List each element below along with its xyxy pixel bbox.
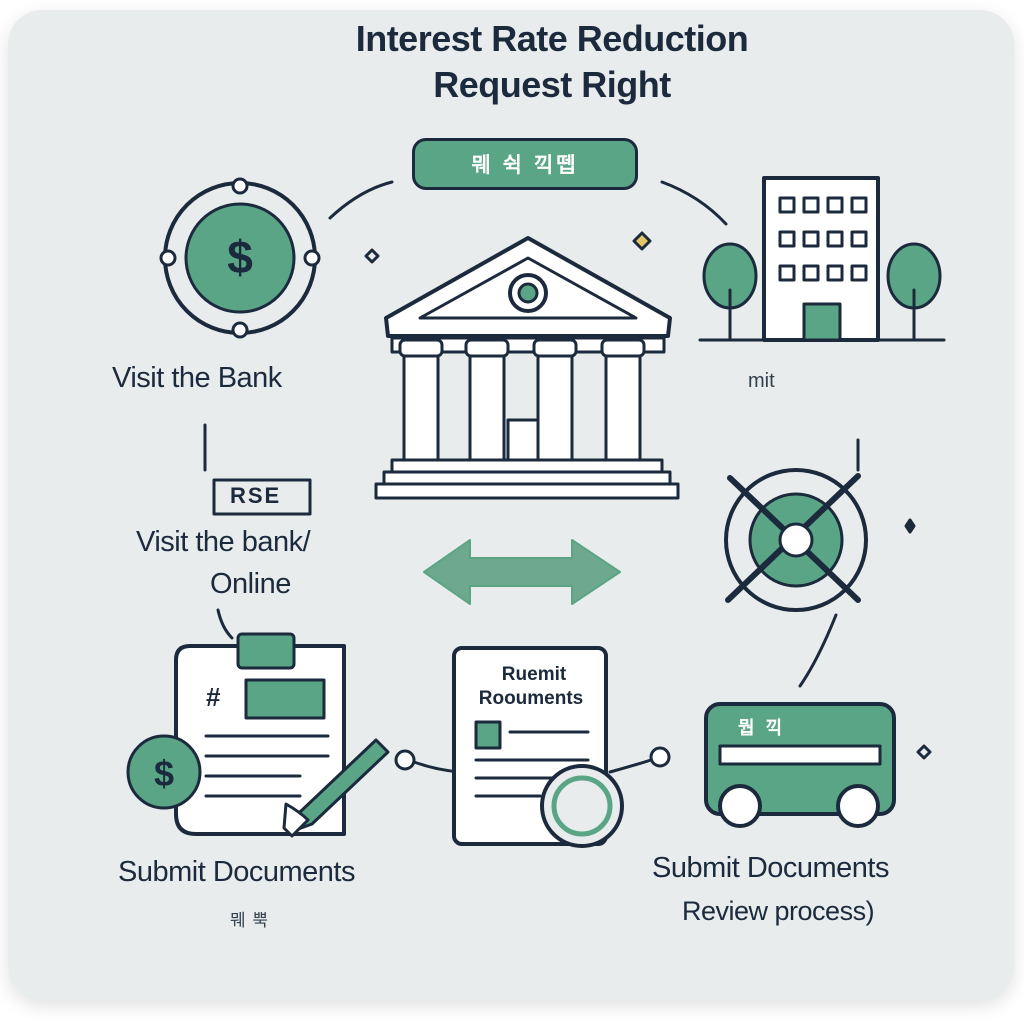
target-cross-icon: [724, 468, 868, 612]
bus-icon: [704, 702, 896, 828]
double-arrow-icon: [423, 539, 621, 605]
connector-line: [798, 613, 838, 688]
sparkle-icon: [904, 518, 916, 534]
coin-dollar-icon: $: [159, 177, 321, 339]
sparkle-icon: [916, 744, 932, 760]
connector-line: [660, 180, 728, 226]
sparkle-icon: [632, 231, 652, 251]
sparkle-icon: [364, 248, 380, 264]
step-submit-left-label: Submit Documents: [118, 856, 356, 888]
svg-text:$: $: [227, 231, 253, 283]
connector-line: [216, 608, 234, 640]
document-pen-icon: $: [126, 632, 390, 838]
page-subtitle: Request Right: [433, 64, 671, 105]
visit-online-line1: Visit the bank/: [136, 526, 311, 558]
office-building-icon: [698, 176, 946, 342]
doc-badge-label: #: [206, 682, 221, 712]
svg-text:$: $: [154, 753, 174, 794]
bank-building-icon: [374, 236, 680, 500]
connector-line: [328, 180, 394, 220]
doc-center-title-line1: Ruemit: [501, 664, 567, 685]
connector-line: [608, 758, 653, 774]
step-review-label: Review process): [682, 896, 875, 926]
top-pill-badge: 뭬 쉭 끽뗍: [412, 138, 638, 190]
bus-sign-label: 뭡 끽: [738, 718, 786, 738]
connector-dot: [394, 749, 416, 771]
step-visit-bank-label: Visit the Bank: [112, 362, 282, 394]
visit-online-line2: Online: [210, 568, 291, 600]
step-mit-label: mit: [748, 370, 775, 392]
doc-center-title-line2: Roouments: [478, 688, 584, 709]
left-caption-small: 뭬 뿍: [230, 911, 270, 930]
rse-box-label: RSE: [230, 483, 282, 508]
document-magnifier-icon: [452, 646, 624, 848]
step-submit-right-label: Submit Documents: [652, 852, 890, 884]
rse-box: [212, 478, 312, 516]
page-title: Interest Rate Reduction: [355, 18, 749, 59]
connector-dot: [649, 746, 671, 768]
